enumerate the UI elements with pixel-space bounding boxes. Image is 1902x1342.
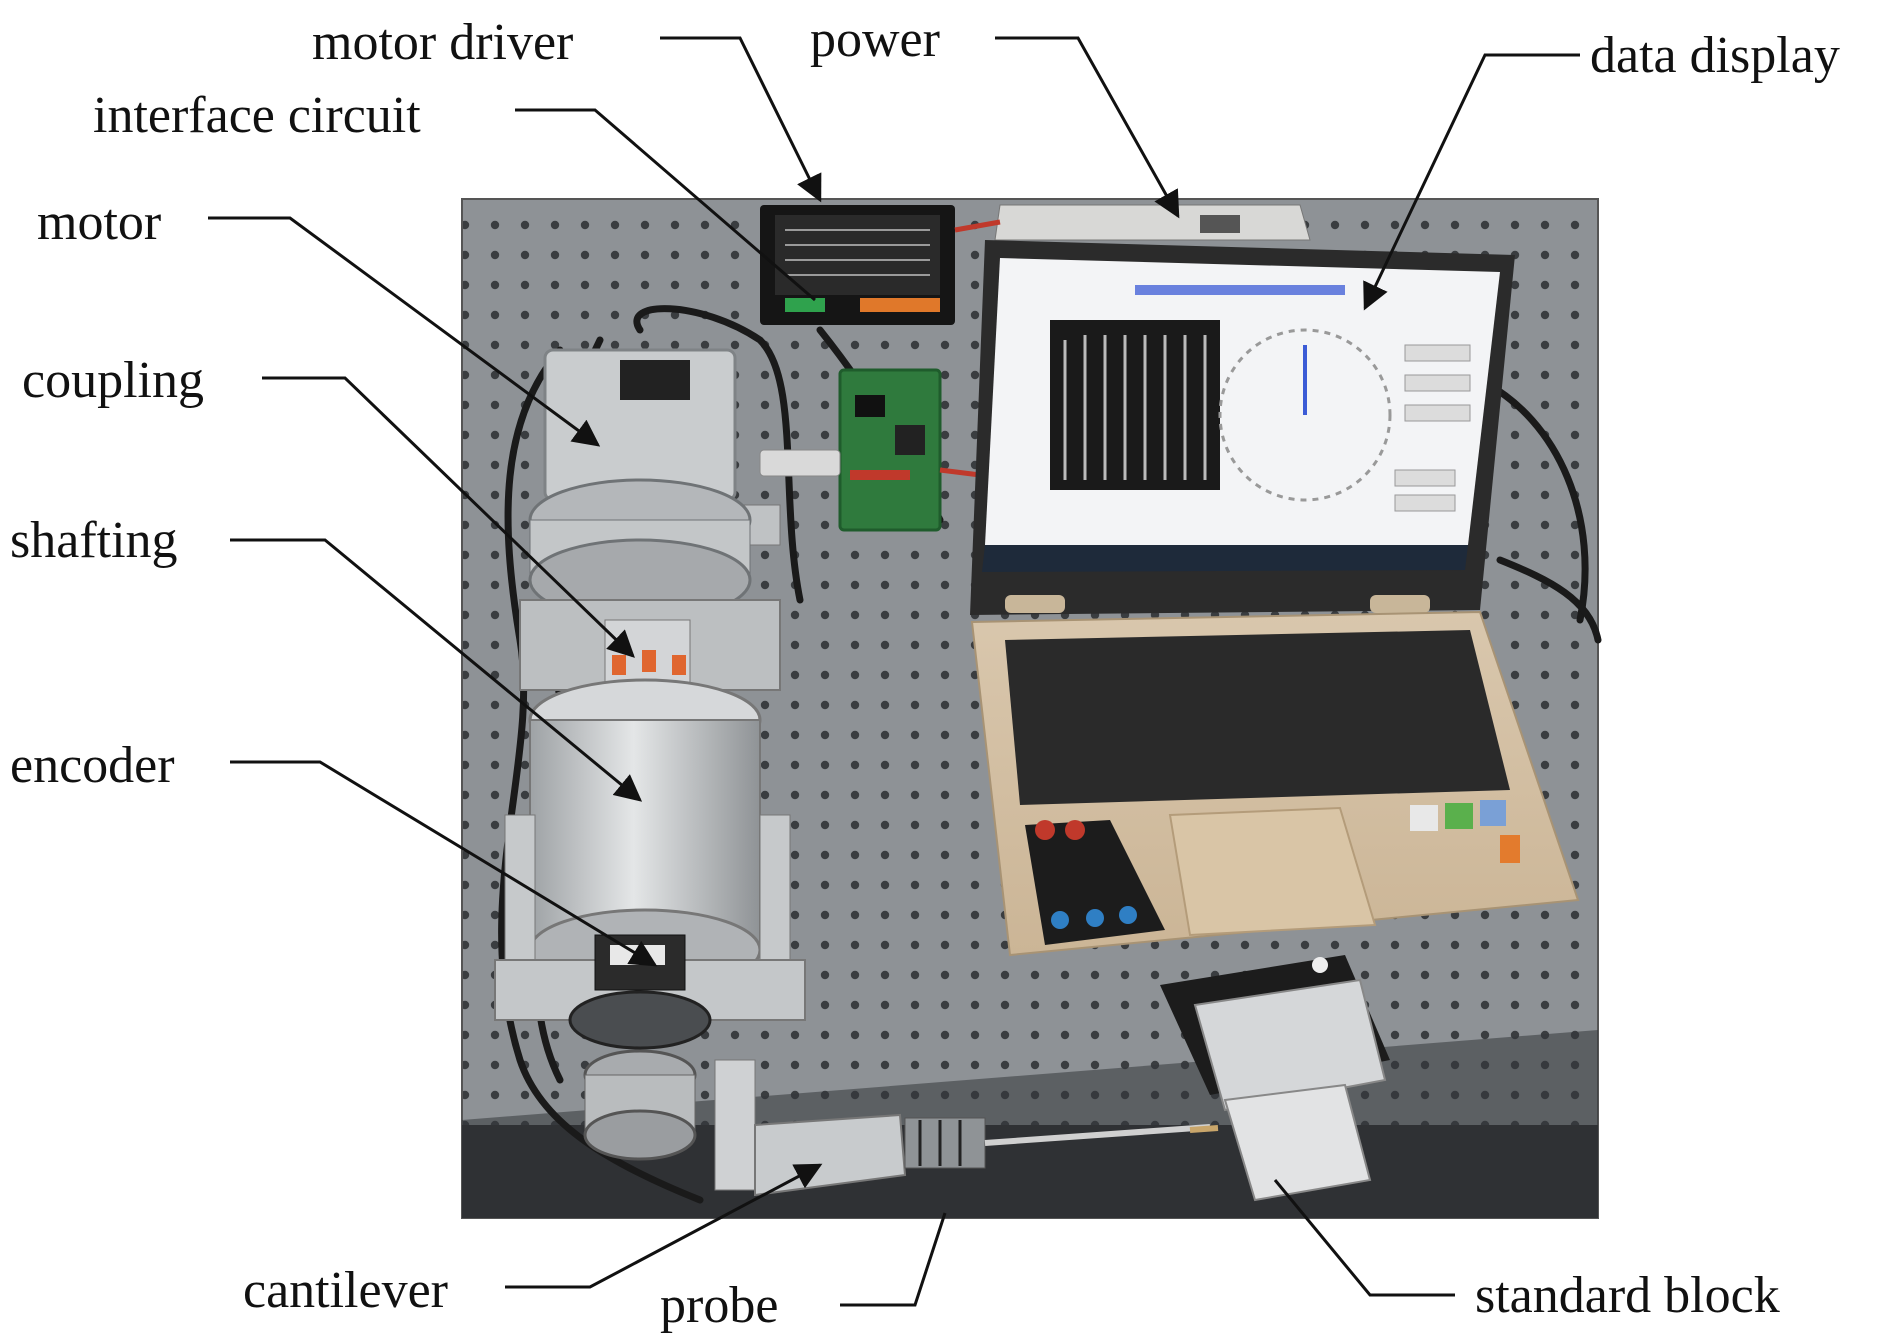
leader-power	[995, 36, 1180, 219]
label-standard-block: standard block	[1475, 1267, 1780, 1324]
label-motor: motor	[37, 194, 162, 251]
leader-encoder	[230, 760, 658, 967]
leader-shafting	[230, 538, 643, 802]
leader-cantilever	[505, 1163, 823, 1289]
label-cantilever: cantilever	[243, 1262, 448, 1319]
power-unit	[954, 204, 1311, 241]
leader-probe	[840, 1212, 947, 1307]
interface-circuit-board	[759, 368, 981, 532]
leader-motor-driver	[660, 36, 822, 203]
motor-assembly	[519, 348, 781, 691]
screen-content	[1050, 285, 1471, 512]
label-motor-driver: motor driver	[312, 14, 574, 71]
leader-interface-circuit	[515, 108, 816, 302]
label-probe: probe	[660, 1277, 779, 1334]
leader-data-display	[1363, 53, 1580, 311]
label-data-display: data display	[1590, 27, 1840, 84]
leader-coupling	[262, 376, 635, 658]
label-encoder: encoder	[10, 737, 175, 794]
standard-block-part	[1160, 955, 1390, 1202]
label-power: power	[810, 11, 940, 68]
callout-lines	[208, 36, 1580, 1307]
label-shafting: shafting	[10, 512, 178, 569]
leader-motor	[208, 216, 601, 447]
motor-driver-unit	[760, 205, 955, 325]
label-coupling: coupling	[22, 352, 204, 409]
label-interface-circuit: interface circuit	[93, 87, 421, 144]
encoder-part	[568, 934, 712, 1161]
leader-standard-block	[1273, 1179, 1455, 1297]
shafting-cylinder	[494, 678, 806, 1021]
